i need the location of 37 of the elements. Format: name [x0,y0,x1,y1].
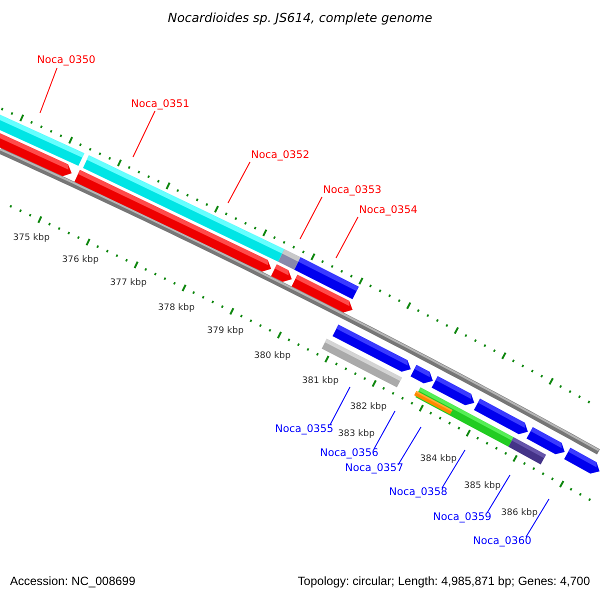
leader-line [228,162,250,204]
leader-line [442,450,466,488]
leader-line [526,498,550,538]
gene-label: Noca_0359 [433,511,492,524]
leader-line [398,426,422,466]
position-label: 384 kbp [420,454,457,465]
position-label: 377 kbp [110,278,147,289]
leader-line [374,410,396,450]
gene-label: Noca_0357 [345,462,404,475]
leader-line [336,216,358,258]
gene-label: Noca_0352 [251,149,310,162]
genome-summary: Topology: circular; Length: 4,985,871 bp; Genes: 4,700 [298,574,590,588]
position-label: 381 kbp [302,376,339,387]
position-label: 385 kbp [464,481,501,492]
leader-line [40,68,58,114]
position-label: 382 kbp [350,402,387,413]
position-label: 376 kbp [62,255,99,266]
gene-label: Noca_0353 [323,184,382,197]
position-label: 380 kbp [254,351,291,362]
leader-line [300,196,322,240]
position-label: 379 kbp [207,326,244,337]
diagram-title: Nocardioides sp. JS614, complete genome [168,10,432,25]
leader-line [330,386,350,426]
position-label: 375 kbp [13,233,50,244]
gene-label: Noca_0354 [359,204,418,217]
leader-line [486,474,510,514]
gene-label: Noca_0355 [275,423,334,436]
position-label: 386 kbp [501,508,538,519]
gene-label: Noca_0351 [131,98,190,111]
leader-line [132,110,156,158]
position-label: 378 kbp [158,303,195,314]
gene-label: Noca_0360 [473,535,532,548]
gene-label: Noca_0356 [320,447,378,460]
accession-label: Accession: NC_008699 [10,574,136,588]
gene-label: Noca_0350 [37,54,96,67]
gene-label: Noca_0358 [389,486,448,499]
position-label: 383 kbp [338,429,375,440]
